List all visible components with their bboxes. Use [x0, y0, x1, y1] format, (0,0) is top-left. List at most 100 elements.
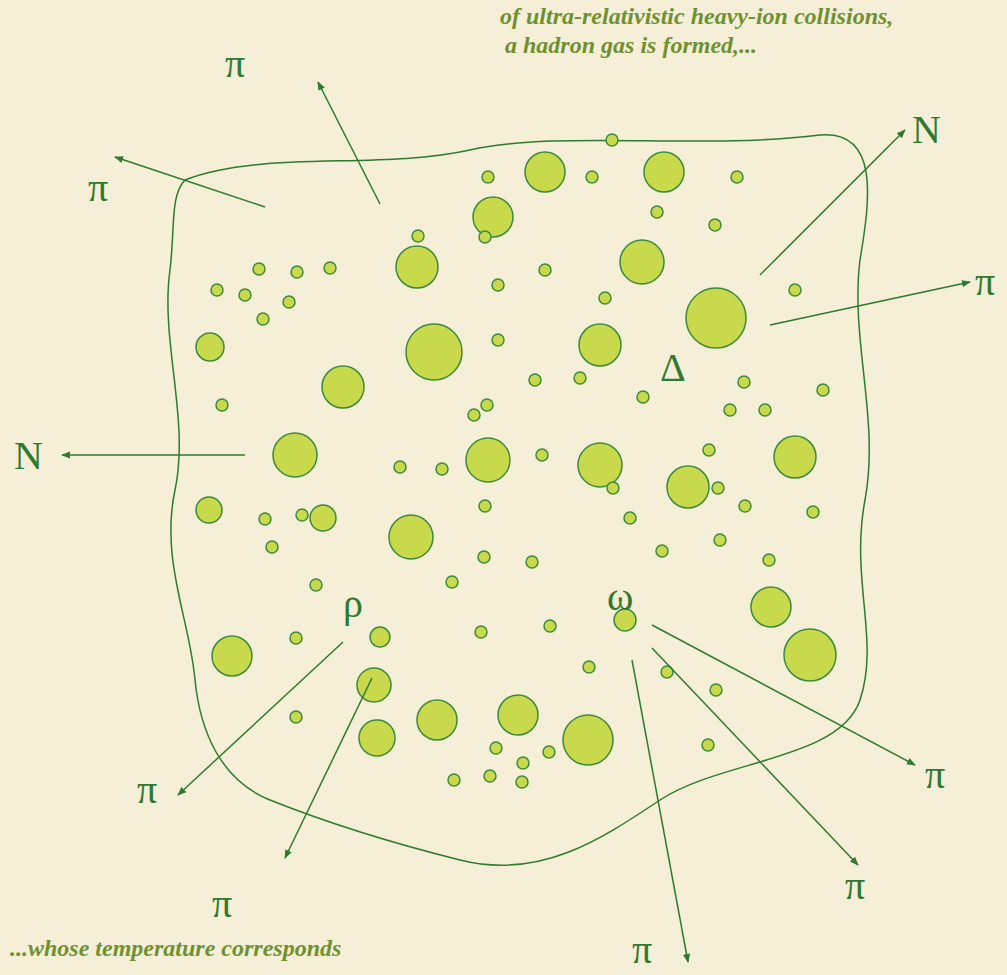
emission-arrow: [652, 625, 915, 765]
hadron-large: [686, 288, 746, 348]
emission-arrow: [178, 642, 343, 795]
hadron-small: [709, 219, 721, 231]
hadron-small: [479, 231, 491, 243]
emission-arrow: [285, 678, 372, 858]
hadron-small: [239, 289, 251, 301]
hadron-large: [196, 333, 224, 361]
hadron-small: [475, 626, 487, 638]
hadron-small: [446, 576, 458, 588]
hadron-small: [583, 661, 595, 673]
hadron-small: [291, 266, 303, 278]
emission-arrow: [632, 660, 688, 962]
hadron-small: [448, 774, 460, 786]
hadron-large: [578, 443, 622, 487]
particle-symbol: π: [975, 262, 995, 302]
hadron-large: [389, 515, 433, 559]
hadron-small: [478, 551, 490, 563]
hadron-small: [759, 404, 771, 416]
emission-arrow: [115, 157, 265, 207]
hadron-large: [620, 240, 664, 284]
particle-symbol: N: [14, 436, 43, 476]
hadron-small: [606, 134, 618, 146]
hadron-large: [406, 324, 462, 380]
hadron-small: [412, 230, 424, 242]
particle-symbol: ρ: [343, 584, 363, 624]
hadron-small: [714, 534, 726, 546]
hadron-small: [624, 512, 636, 524]
hadron-large: [417, 700, 457, 740]
hadron-small: [516, 776, 528, 788]
caption-line: of ultra-relativistic heavy-ion collisio…: [500, 4, 893, 28]
hadron-small: [482, 171, 494, 183]
hadron-large: [563, 715, 613, 765]
hadron-small: [544, 620, 556, 632]
hadron-small: [492, 279, 504, 291]
hadron-large: [196, 497, 222, 523]
emission-arrow: [652, 648, 858, 865]
hadron-small: [436, 463, 448, 475]
hadron-small: [807, 506, 819, 518]
particle-symbol: π: [137, 770, 157, 810]
gas-boundary: [168, 135, 869, 866]
hadron-small: [324, 262, 336, 274]
emission-arrow: [770, 282, 970, 325]
hadron-large: [273, 433, 317, 477]
hadron-small: [216, 399, 228, 411]
hadron-large: [212, 636, 252, 676]
hadron-small: [490, 742, 502, 754]
particle-symbol: π: [632, 930, 652, 970]
particle-symbol: Δ: [660, 348, 686, 388]
hadron-small: [738, 376, 750, 388]
hadron-small: [702, 739, 714, 751]
hadron-small: [543, 746, 555, 758]
hadron-small: [517, 757, 529, 769]
hadron-small: [290, 632, 302, 644]
hadron-large: [751, 587, 791, 627]
hadron-small: [703, 444, 715, 456]
particle-symbol: ω: [607, 577, 633, 617]
hadron-small: [739, 500, 751, 512]
hadron-large: [525, 152, 565, 192]
particle-symbol: π: [225, 44, 245, 84]
hadron-small: [710, 684, 722, 696]
particle-symbol: π: [88, 168, 108, 208]
hadron-large: [396, 246, 438, 288]
hadron-large: [667, 466, 709, 508]
particle-symbol: π: [845, 866, 865, 906]
hadron-large: [359, 720, 395, 756]
hadron-small: [253, 263, 265, 275]
hadron-large: [644, 152, 684, 192]
particle-symbol: π: [925, 755, 945, 795]
hadron-small: [259, 513, 271, 525]
hadron-small: [481, 399, 493, 411]
particle-symbol: π: [212, 884, 232, 924]
hadron-small: [266, 541, 278, 553]
hadron-small: [290, 711, 302, 723]
hadron-small: [479, 500, 491, 512]
hadron-small: [651, 206, 663, 218]
hadron-small: [574, 372, 586, 384]
hadron-small: [283, 296, 295, 308]
hadron-small: [257, 313, 269, 325]
hadron-large: [579, 324, 621, 366]
particle-symbol: N: [912, 110, 941, 150]
hadron-small: [492, 334, 504, 346]
emission-arrow: [760, 130, 905, 275]
hadron-large: [784, 629, 836, 681]
caption-line: a hadron gas is formed,...: [505, 33, 757, 57]
hadron-small: [484, 770, 496, 782]
hadron-small: [468, 409, 480, 421]
hadron-small: [539, 264, 551, 276]
hadron-large: [370, 627, 390, 647]
hadron-small: [607, 482, 619, 494]
hadron-small: [211, 284, 223, 296]
hadron-small: [724, 404, 736, 416]
hadron-large: [310, 505, 336, 531]
hadron-large: [466, 438, 510, 482]
hadron-small: [296, 509, 308, 521]
hadron-small: [310, 579, 322, 591]
hadron-small: [536, 449, 548, 461]
hadron-small: [789, 284, 801, 296]
hadron-small: [656, 545, 668, 557]
